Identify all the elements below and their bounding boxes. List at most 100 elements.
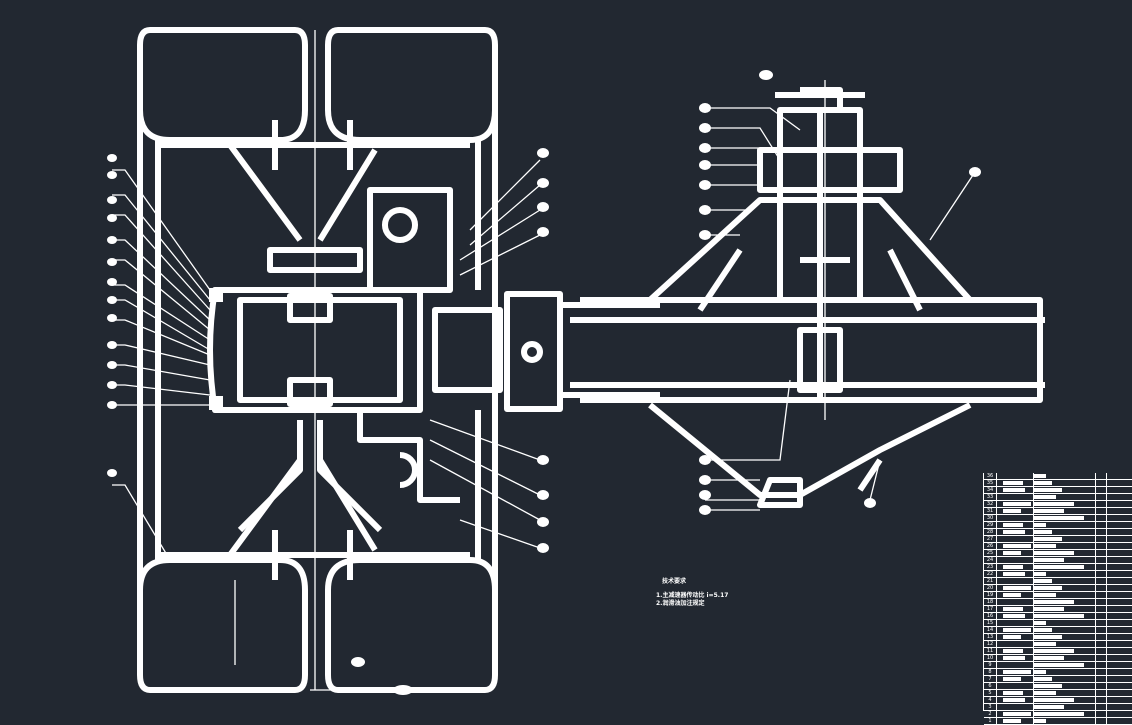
cell-name (1034, 592, 1096, 598)
cell-qty (1096, 690, 1107, 696)
cell-code (997, 550, 1034, 556)
cell-code (997, 585, 1034, 591)
cell-code (997, 718, 1034, 724)
cell-qty (1096, 508, 1107, 514)
row-number: 35 (984, 480, 997, 486)
table-row: 13 (984, 634, 1132, 641)
cell-material (1107, 578, 1132, 584)
cell-qty (1096, 494, 1107, 500)
cell-qty (1096, 529, 1107, 535)
hub-assembly (207, 187, 460, 533)
cell-code (997, 529, 1034, 535)
row-number: 24 (984, 557, 997, 563)
row-number: 30 (984, 515, 997, 521)
cell-code (997, 606, 1034, 612)
cell-code (997, 676, 1034, 682)
center-lines (234, 30, 480, 691)
cell-material (1107, 571, 1132, 577)
cell-material (1107, 655, 1132, 661)
table-row: 18 (984, 599, 1132, 606)
cell-name (1034, 522, 1096, 528)
cell-qty (1096, 634, 1107, 640)
cell-qty (1096, 669, 1107, 675)
row-number: 32 (984, 501, 997, 507)
cell-qty (1096, 515, 1107, 521)
table-row: 33 (984, 494, 1132, 501)
cell-code (997, 564, 1034, 570)
cell-code (997, 634, 1034, 640)
cell-code (997, 487, 1034, 493)
row-number: 12 (984, 641, 997, 647)
cell-name (1034, 634, 1096, 640)
cell-name (1034, 704, 1096, 710)
cell-qty (1096, 606, 1107, 612)
row-number: 11 (984, 648, 997, 654)
cell-name (1034, 501, 1096, 507)
cell-qty (1096, 655, 1107, 661)
cell-code (997, 655, 1034, 661)
cell-qty (1096, 550, 1107, 556)
cell-material (1107, 536, 1132, 542)
technical-notes: 技术要求 1.主减速器传动比 i=5.17 2.润滑油加注规定 (656, 578, 728, 608)
cell-code (997, 536, 1034, 542)
row-number: 9 (984, 662, 997, 668)
table-row: 25 (984, 550, 1132, 557)
cell-qty (1096, 578, 1107, 584)
cell-name (1034, 557, 1096, 563)
cell-name (1034, 662, 1096, 668)
cell-material (1107, 557, 1132, 563)
cell-name (1034, 683, 1096, 689)
cell-name (1034, 599, 1096, 605)
cell-code (997, 473, 1034, 479)
row-number: 28 (984, 529, 997, 535)
cell-material (1107, 711, 1132, 717)
table-row: 28 (984, 529, 1132, 536)
cell-material (1107, 718, 1132, 724)
cell-material (1107, 599, 1132, 605)
row-number: 1 (984, 718, 997, 724)
cell-material (1107, 697, 1132, 703)
table-row: 7 (984, 676, 1132, 683)
row-number: 36 (984, 473, 997, 479)
cell-qty (1096, 557, 1107, 563)
row-number: 33 (984, 494, 997, 500)
cell-material (1107, 641, 1132, 647)
cell-code (997, 697, 1034, 703)
left-tyre (137, 27, 308, 693)
row-number: 19 (984, 592, 997, 598)
cell-code (997, 613, 1034, 619)
row-number: 10 (984, 655, 997, 661)
cell-material (1107, 613, 1132, 619)
cell-qty (1096, 718, 1107, 724)
cell-name (1034, 655, 1096, 661)
table-row: 21 (984, 578, 1132, 585)
row-number: 34 (984, 487, 997, 493)
row-number: 4 (984, 697, 997, 703)
table-row: 17 (984, 606, 1132, 613)
cell-qty (1096, 704, 1107, 710)
cell-material (1107, 627, 1132, 633)
cell-qty (1096, 613, 1107, 619)
row-number: 15 (984, 620, 997, 626)
cell-name (1034, 571, 1096, 577)
cell-code (997, 620, 1034, 626)
cell-material (1107, 508, 1132, 514)
row-number: 3 (984, 704, 997, 710)
table-row: 26 (984, 543, 1132, 550)
cell-qty (1096, 683, 1107, 689)
row-number: 8 (984, 669, 997, 675)
cell-qty (1096, 662, 1107, 668)
cell-qty (1096, 564, 1107, 570)
table-row: 12 (984, 641, 1132, 648)
cell-name (1034, 550, 1096, 556)
cell-material (1107, 669, 1132, 675)
cell-name (1034, 690, 1096, 696)
table-row: 35 (984, 480, 1132, 487)
row-number: 13 (984, 634, 997, 640)
cell-name (1034, 487, 1096, 493)
cell-qty (1096, 697, 1107, 703)
cell-name (1034, 627, 1096, 633)
cell-code (997, 571, 1034, 577)
row-number: 20 (984, 585, 997, 591)
row-number: 26 (984, 543, 997, 549)
